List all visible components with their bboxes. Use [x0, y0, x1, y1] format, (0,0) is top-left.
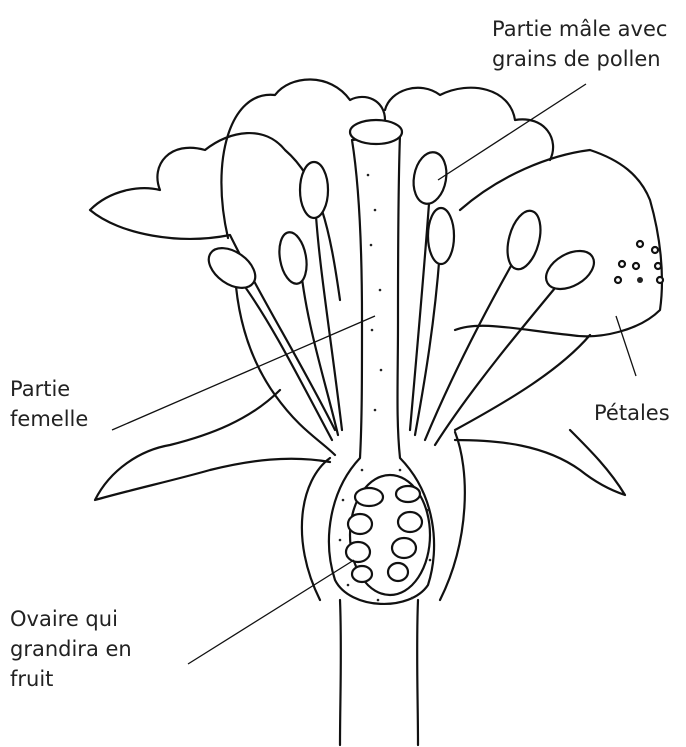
stem [340, 600, 418, 745]
anther-4 [410, 150, 451, 207]
label-male-part: Partie mâle avec grains de pollen [492, 14, 667, 74]
label-female-part: Partie femelle [10, 374, 88, 434]
anther-2 [276, 230, 311, 286]
stamens [202, 150, 601, 445]
anther-6 [502, 207, 547, 273]
leader-ovary [188, 560, 354, 664]
pollen-grains [615, 241, 663, 283]
anther-1 [300, 162, 328, 218]
anther-5 [428, 208, 454, 264]
label-petals: Pétales [594, 398, 670, 428]
stigma [350, 120, 402, 144]
label-ovary: Ovaire qui grandira en fruit [10, 604, 132, 694]
leader-male [438, 84, 586, 180]
anther-7 [539, 243, 600, 297]
leader-petals [616, 316, 636, 376]
anther-3 [202, 240, 263, 296]
